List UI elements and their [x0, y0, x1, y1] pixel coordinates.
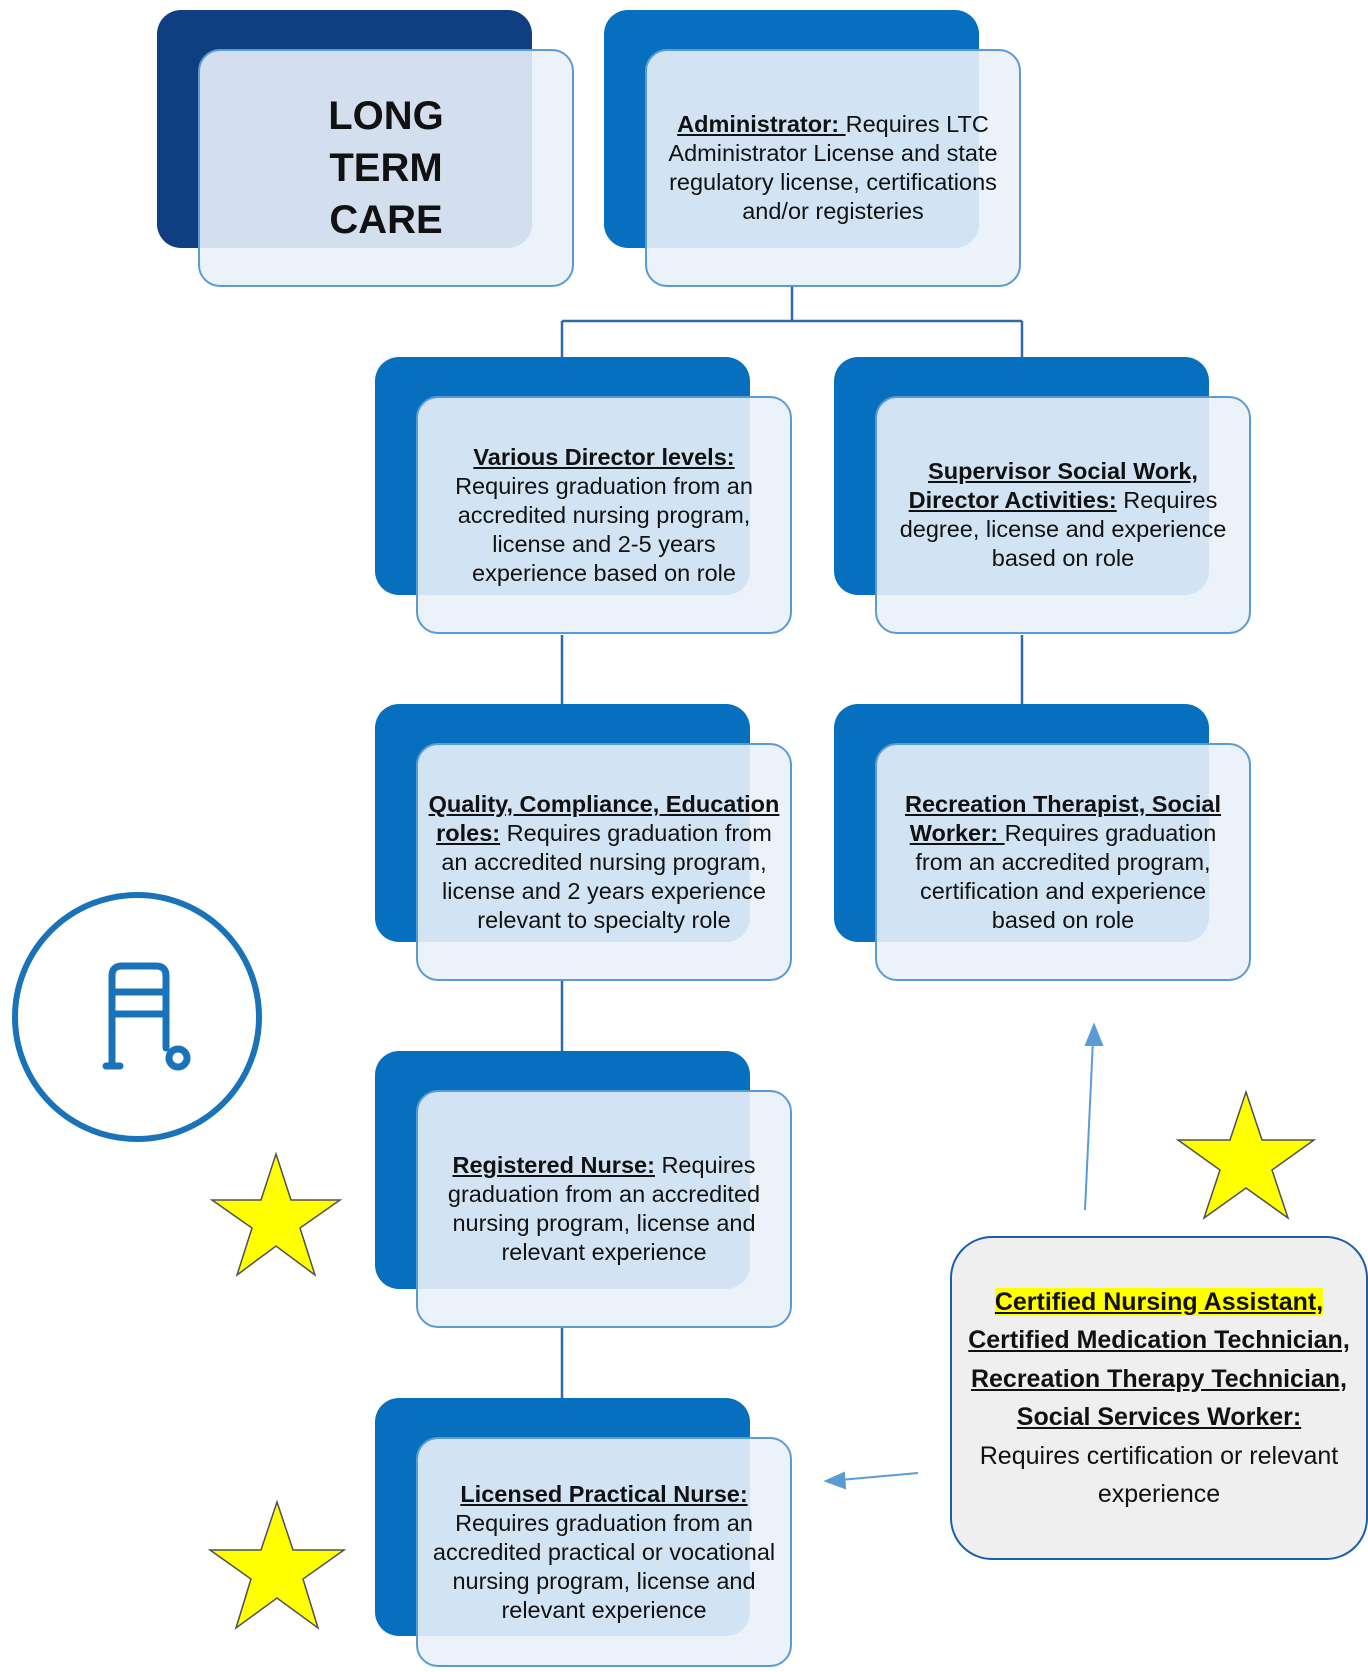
star-icon — [1175, 1089, 1317, 1220]
quality-box: Quality, Compliance, Education roles: Re… — [416, 743, 792, 981]
rn-label: Registered Nurse: — [452, 1152, 655, 1178]
rn-box: Registered Nurse: Requires graduation fr… — [416, 1090, 792, 1328]
recreation-box: Recreation Therapist, Social Worker: Req… — [875, 743, 1251, 981]
directors-label: Various Director levels: — [473, 443, 735, 470]
administrator-box: Administrator: Requires LTC Administrato… — [645, 49, 1021, 287]
callout-text: Requires certification or relevant exper… — [979, 1441, 1339, 1509]
title-box: LONG TERM CARE — [198, 49, 574, 287]
supervisor-label: Supervisor Social Work, Director Activit… — [908, 458, 1198, 513]
diagram-title: LONG TERM CARE — [328, 94, 444, 242]
supervisor-text: Requires degree, license and experience … — [899, 487, 1227, 571]
lpn-label: Licensed Practical Nurse: — [460, 1480, 748, 1507]
rn-text: Requires graduation from an accredited n… — [447, 1152, 761, 1265]
callout-label: Certified Medication Technician, Recreat… — [968, 1326, 1350, 1431]
cna-callout: Certified Nursing Assistant, Certified M… — [950, 1236, 1368, 1560]
directors-box: Various Director levels:Requires graduat… — [416, 396, 792, 634]
administrator-label: Administrator: — [677, 111, 846, 137]
supervisor-box: Supervisor Social Work, Director Activit… — [875, 396, 1251, 634]
star-icon — [209, 1151, 343, 1277]
lpn-box: Licensed Practical Nurse:Requires gradua… — [416, 1437, 792, 1667]
directors-text: Requires graduation from an accredited n… — [455, 472, 753, 586]
arrow-up — [1084, 1039, 1094, 1211]
arrow-left — [839, 1472, 919, 1481]
callout-label-highlight: Certified Nursing Assistant, — [994, 1287, 1324, 1316]
quality-text: Requires graduation from an accredited n… — [441, 819, 772, 933]
lpn-text: Requires graduation from an accredited p… — [432, 1509, 776, 1623]
walker-icon — [12, 892, 262, 1142]
administrator-text: Requires LTC Administrator License and s… — [668, 111, 998, 224]
quality-label: Quality, Compliance, Education roles: — [428, 790, 780, 846]
recreation-label: Recreation Therapist, Social Worker: — [904, 790, 1222, 846]
recreation-text: Requires graduation from an accredited p… — [915, 819, 1217, 933]
star-icon — [207, 1499, 347, 1630]
